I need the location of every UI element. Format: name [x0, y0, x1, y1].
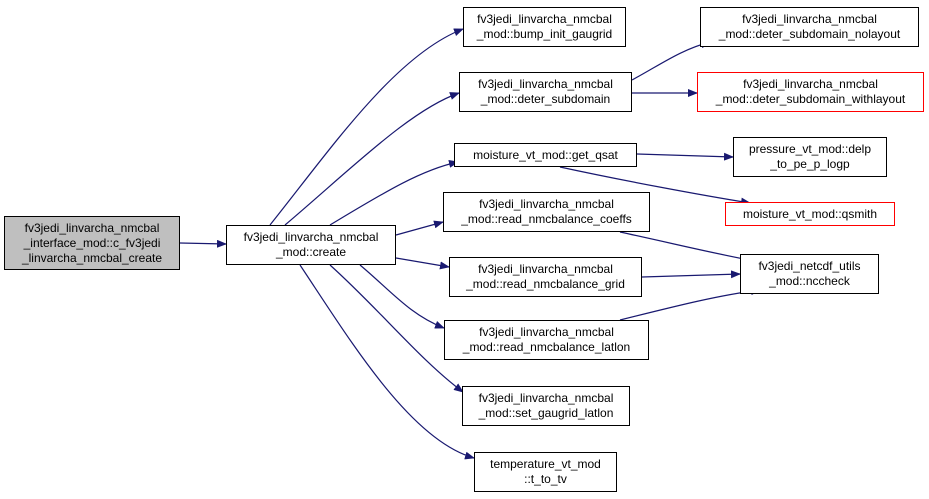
node-bump-init-gaugrid[interactable]: fv3jedi_linvarcha_nmcbal _mod::bump_init…	[463, 7, 626, 47]
edge-create-to-bump-init	[269, 28, 464, 226]
node-label: _to_pe_p_logp	[770, 157, 850, 171]
node-label: _interface_mod::c_fv3jedi	[23, 235, 161, 250]
node-label: _mod::deter_subdomain_withlayout	[715, 92, 906, 106]
node-deter-subdomain[interactable]: fv3jedi_linvarcha_nmcbal _mod::deter_sub…	[459, 72, 632, 112]
node-label: ::t_to_tv	[524, 472, 567, 486]
node-read-nmcbalance-coeffs[interactable]: fv3jedi_linvarcha_nmcbal _mod::read_nmcb…	[443, 192, 650, 232]
node-delp-to-pe-p-logp[interactable]: pressure_vt_mod::delp _to_pe_p_logp	[733, 137, 887, 177]
node-nccheck[interactable]: fv3jedi_netcdf_utils _mod::nccheck	[740, 254, 879, 294]
node-label: fv3jedi_linvarcha_nmcbal	[743, 77, 878, 91]
node-label: pressure_vt_mod::delp	[748, 142, 872, 156]
edge-read-grid-to-nccheck	[641, 270, 741, 279]
node-label: fv3jedi_linvarcha_nmcbal	[742, 12, 877, 26]
node-label: _mod::read_nmcbalance_latlon	[462, 340, 631, 354]
node-label: fv3jedi_linvarcha_nmcbal	[243, 230, 379, 244]
node-label: fv3jedi_linvarcha_nmcbal	[478, 77, 613, 91]
edge-create-to-deter-subdomain	[284, 92, 460, 226]
node-label: fv3jedi_linvarcha_nmcbal	[478, 262, 613, 276]
node-label: fv3jedi_netcdf_utils	[758, 259, 861, 273]
node-create[interactable]: fv3jedi_linvarcha_nmcbal _mod::create	[226, 225, 396, 265]
node-label: _mod::nccheck	[769, 274, 850, 288]
node-label: _mod::bump_init_gaugrid	[476, 27, 613, 41]
node-label: _mod::create	[275, 245, 347, 259]
node-label: _mod::deter_subdomain	[480, 92, 611, 106]
node-read-nmcbalance-grid[interactable]: fv3jedi_linvarcha_nmcbal _mod::read_nmcb…	[449, 257, 642, 297]
edge-create-to-read-coeffs	[395, 220, 444, 236]
edge-get-qsat-to-delp	[636, 152, 734, 161]
node-read-nmcbalance-latlon[interactable]: fv3jedi_linvarcha_nmcbal _mod::read_nmcb…	[444, 320, 649, 360]
edge-create-to-t-to-tv	[299, 264, 475, 460]
node-get-qsat[interactable]: moisture_vt_mod::get_qsat	[454, 143, 637, 167]
node-deter-subdomain-nolayout[interactable]: fv3jedi_linvarcha_nmcbal _mod::deter_sub…	[700, 7, 919, 47]
node-label: _mod::read_nmcbalance_coeffs	[461, 212, 632, 226]
node-label: moisture_vt_mod::get_qsat	[473, 147, 618, 162]
node-t-to-tv[interactable]: temperature_vt_mod ::t_to_tv	[474, 452, 617, 492]
node-label: fv3jedi_linvarcha_nmcbal	[479, 325, 614, 339]
node-deter-subdomain-withlayout[interactable]: fv3jedi_linvarcha_nmcbal _mod::deter_sub…	[697, 72, 924, 112]
edge-create-to-read-grid	[395, 257, 450, 270]
node-label: _mod::read_nmcbalance_grid	[466, 277, 625, 291]
node-label: moisture_vt_mod::qsmith	[742, 206, 878, 221]
node-label: fv3jedi_linvarcha_nmcbal	[478, 391, 614, 405]
node-label: _linvarcha_nmcbal_create	[21, 250, 163, 265]
node-root-c-fv3jedi-linvarcha-nmcbal-create: fv3jedi_linvarcha_nmcbal _interface_mod:…	[4, 216, 180, 270]
node-label: temperature_vt_mod	[490, 457, 601, 471]
edge-create-to-set-gaugrid	[329, 264, 464, 393]
node-label: _mod::set_gaugrid_latlon	[478, 406, 614, 420]
node-label: fv3jedi_linvarcha_nmcbal	[24, 220, 160, 235]
node-label: fv3jedi_linvarcha_nmcbal	[477, 12, 612, 26]
edge-get-qsat-to-qsmith	[559, 166, 751, 206]
node-qsmith[interactable]: moisture_vt_mod::qsmith	[725, 202, 895, 226]
edge-create-to-read-latlon	[359, 264, 445, 329]
edge-root-to-create	[179, 239, 227, 248]
node-set-gaugrid-latlon[interactable]: fv3jedi_linvarcha_nmcbal _mod::set_gaugr…	[462, 386, 630, 426]
node-label: _mod::deter_subdomain_nolayout	[718, 27, 901, 41]
node-label: fv3jedi_linvarcha_nmcbal	[479, 197, 614, 211]
edge-create-to-get-qsat	[329, 159, 459, 226]
